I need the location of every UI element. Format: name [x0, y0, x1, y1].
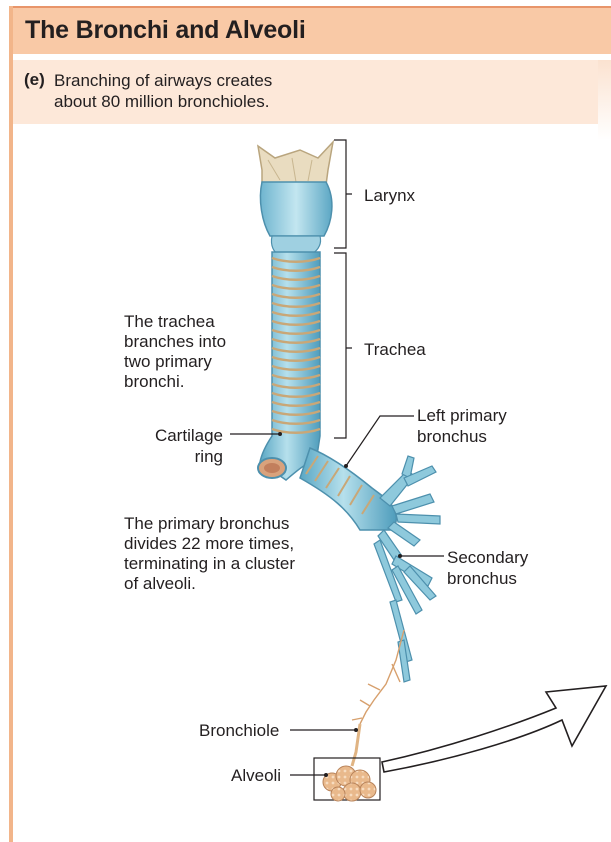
title-bar: The Bronchi and Alveoli: [13, 6, 611, 54]
leader-left-primary: [345, 415, 414, 467]
caption-line-1: Branching of airways creates: [54, 71, 273, 90]
left-accent-rule: [9, 6, 13, 842]
caption-tag: (e): [24, 70, 45, 89]
cartilage-ring: [271, 292, 321, 299]
cartilage-ring: [271, 391, 321, 398]
trachea-note-line-2: branches into: [124, 332, 227, 351]
callout-arrow: [381, 685, 608, 773]
cartilage-ring: [271, 319, 321, 326]
trachea-note-line-3: two primary: [124, 352, 212, 371]
trachea-bracket: [334, 252, 352, 439]
bronchus-note-line-1: The primary bronchus: [124, 514, 290, 533]
label-left-primary-line-2: bronchus: [417, 427, 487, 446]
bronchus-note: The primary bronchus divides 22 more tim…: [124, 514, 334, 594]
cartilage-ring: [271, 418, 321, 425]
label-left-primary-bronchus: Left primary bronchus: [417, 405, 507, 447]
trachea-note-line-1: The trachea: [124, 312, 215, 331]
label-larynx: Larynx: [364, 186, 416, 205]
trachea-note: The trachea branches into two primary br…: [124, 312, 264, 392]
cartilage-ring: [271, 364, 321, 371]
label-secondary-line-2: bronchus: [447, 569, 517, 588]
cartilage-ring: [271, 346, 321, 353]
alveoli-cluster: [313, 757, 381, 802]
label-cartilage-line-2: ring: [194, 447, 223, 466]
page-title: The Bronchi and Alveoli: [25, 16, 306, 44]
cartilage-ring: [271, 256, 321, 263]
cartilage-ring: [271, 355, 321, 362]
larynx-bracket: [334, 139, 352, 249]
right-edge-strip: [598, 60, 611, 140]
caption-text: Branching of airways creates about 80 mi…: [54, 70, 334, 112]
bronchus-note-line-4: of alveoli.: [124, 574, 196, 593]
caption-line-2: about 80 million bronchioles.: [54, 92, 270, 111]
cartilage-ring: [271, 265, 321, 272]
label-cartilage-line-1: Cartilage: [154, 426, 223, 445]
label-bronchiole: Bronchiole: [199, 721, 280, 740]
cartilage-ring: [271, 283, 321, 290]
label-trachea: Trachea: [364, 340, 426, 359]
bronchial-tree: [299, 447, 441, 767]
cartilage-ring: [271, 301, 321, 308]
bronchus-note-line-3: terminating in a cluster: [124, 554, 296, 573]
cartilage-ring: [271, 274, 321, 281]
cartilage-ring: [271, 328, 321, 335]
cartilage-ring: [271, 337, 321, 344]
label-secondary-bronchus: Secondary bronchus: [447, 547, 528, 589]
cartilage-ring: [271, 427, 321, 434]
label-cartilage-ring: Cartilage ring: [148, 425, 223, 467]
label-alveoli: Alveoli: [231, 766, 282, 785]
trachea-note-line-4: bronchi.: [124, 372, 185, 391]
cartilage-ring: [271, 400, 321, 407]
larynx-shape: [256, 139, 335, 255]
trachea-shape: [257, 251, 321, 481]
label-left-primary-line-1: Left primary: [417, 406, 507, 425]
caption-box: [13, 60, 598, 124]
cartilage-ring: [271, 382, 321, 389]
cartilage-ring: [271, 310, 321, 317]
cartilage-ring: [271, 409, 321, 416]
bronchus-note-line-2: divides 22 more times,: [124, 534, 295, 553]
label-secondary-line-1: Secondary: [447, 548, 529, 567]
cartilage-ring: [271, 373, 321, 380]
